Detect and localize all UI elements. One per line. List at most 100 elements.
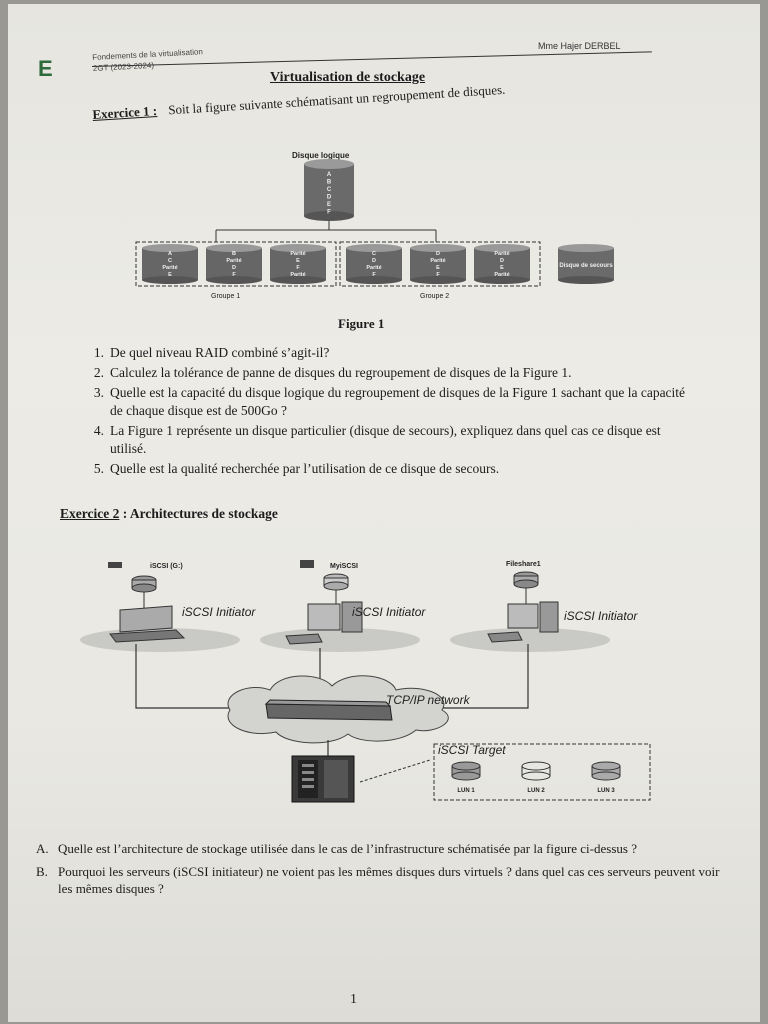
initiator1-disk-label: iSCSI (G:)	[150, 563, 183, 570]
exercise2-label: Exercice 2	[60, 506, 120, 521]
raid-disk-block-label: Parité	[290, 251, 305, 257]
exercise2-questions: A.Quelle est l’architecture de stockage …	[36, 840, 726, 903]
initiator1-label: iSCSI Initiator	[182, 605, 256, 619]
exercise1-label: Exercice 1 :	[92, 103, 158, 122]
exercise2-heading: Exercice 2 : Architectures de stockage	[60, 506, 278, 522]
spare-disk: Disque de secours	[558, 244, 614, 284]
initiator3-disk-label: Fileshare1	[506, 561, 541, 568]
question-text: Calculez la tolérance de panne de disque…	[110, 365, 572, 380]
question-text: Quelle est l’architecture de stockage ut…	[58, 841, 637, 856]
network-zone-3	[450, 628, 610, 652]
logical-disk-letter: C	[327, 187, 332, 193]
raid-disk-block-label: E	[436, 265, 440, 271]
raid-disk-block-label: Parité	[162, 265, 177, 271]
raid-disk-block-label: D	[232, 265, 236, 271]
question-number: 4.	[93, 423, 104, 438]
lun-label: LUN 3	[597, 788, 615, 794]
logical-disk-letter: A	[327, 172, 332, 178]
iscsi-target: iSCSI Target LUN 1 LUN 2 LUN 3	[433, 743, 651, 801]
group1-box	[135, 241, 337, 287]
header-course-info: Fondements de la virtualisation 2GT (202…	[92, 46, 204, 74]
lun-disk: LUN 3	[591, 761, 621, 794]
raid-disk-block-label: E	[296, 258, 300, 264]
page-number: 1	[350, 992, 357, 1007]
raid-disk-block-label: F	[372, 272, 376, 278]
logical-disk-letter: D	[327, 195, 332, 201]
lun-disk: LUN 2	[521, 761, 551, 794]
network-label: TCP/IP network	[386, 693, 471, 707]
raid-disk-block-label: F	[296, 265, 300, 271]
raid-disk-block-label: Parité	[226, 258, 241, 264]
exercise2-title: : Architectures de stockage	[122, 506, 278, 521]
logical-disk-title: Disque logique	[292, 151, 350, 160]
exercise1-heading: Exercice 1 : Soit la figure suivante sch…	[92, 82, 506, 123]
target-label: iSCSI Target	[438, 743, 506, 757]
raid-disk-block-label: C	[168, 258, 172, 264]
exercise1-questions: 1. De quel niveau RAID combiné s’agit-il?…	[70, 344, 694, 480]
group1-label: Groupe 1	[211, 293, 240, 300]
question-4: 4. La Figure 1 représente un disque parti…	[70, 422, 694, 458]
question-2: 2. Calculez la tolérance de panne de disq…	[70, 364, 694, 382]
server-icon	[300, 560, 314, 568]
raid-disk-block-label: D	[436, 251, 440, 257]
raid-disk-block-label: D	[372, 258, 376, 264]
question-1: 1. De quel niveau RAID combiné s’agit-il?	[70, 344, 694, 362]
group2-box	[339, 241, 541, 287]
question-3: 3. Quelle est la capacité du disque logiq…	[70, 384, 694, 420]
network-zone-2	[260, 628, 420, 652]
question-number: 3.	[93, 385, 104, 400]
raid-disk-block-label: B	[232, 251, 236, 257]
question-letter: B.	[36, 864, 48, 879]
logical-disk-letter: F	[327, 210, 331, 216]
desktop-icon	[285, 601, 363, 645]
lun-label: LUN 1	[457, 788, 475, 794]
raid-disk-block-label: F	[232, 272, 236, 278]
laptop-icon	[109, 605, 186, 643]
raid-disk-block-label: Parité	[494, 251, 509, 257]
initiator3-label: iSCSI Initiator	[564, 609, 638, 623]
question-5: 5.Quelle est la qualité recherchée par l…	[70, 460, 694, 478]
initiator-1: iSCSI (G:) iSCSI Initiator	[108, 562, 256, 643]
initiator-3: Fileshare1 iSCSI Initiator	[487, 561, 638, 643]
page-title: Virtualisation de stockage	[270, 70, 426, 85]
initiator2-label: iSCSI Initiator	[352, 605, 426, 619]
question-number: 5.	[93, 461, 104, 476]
raid-disk-block-label: Parité	[290, 272, 305, 278]
exercise1-intro: Soit la figure suivante schématisant un …	[167, 81, 506, 118]
raid-disk-block-label: F	[436, 272, 440, 278]
figure1-caption: Figure 1	[338, 316, 385, 331]
exam-sheet: E Fondements de la virtualisation 2GT (2…	[8, 4, 760, 1022]
question-text: Quelle est la capacité du disque logique…	[110, 385, 686, 418]
question-text: De quel niveau RAID combiné s’agit-il?	[110, 345, 330, 360]
initiator2-disk-label: MyiSCSI	[330, 563, 358, 570]
storage-array-icon	[291, 755, 355, 803]
iscsi-diagram: iSCSI (G:) iSCSI Initiator MyiSCSI	[80, 560, 651, 803]
spare-disk-label: Disque de secours	[559, 263, 613, 269]
tcpip-cloud: TCP/IP network	[227, 675, 471, 744]
school-logo: E	[38, 56, 53, 81]
group2-label: Groupe 2	[420, 293, 449, 300]
lun-label: LUN 2	[527, 788, 545, 794]
desktop-icon	[487, 601, 559, 643]
logical-disk-letter: E	[327, 202, 331, 208]
question-number: 2.	[93, 365, 104, 380]
raid-disk-block-label: Parité	[366, 265, 381, 271]
teacher-name: Mme Hajer DERBEL	[538, 41, 621, 51]
raid-disk-block-label: E	[168, 272, 172, 278]
question-text: La Figure 1 représente un disque particu…	[110, 423, 661, 456]
lun-disk: LUN 1	[451, 761, 481, 794]
switch-icon	[264, 699, 393, 721]
drive-icon	[108, 562, 122, 568]
question-a: A.Quelle est l’architecture de stockage …	[36, 840, 726, 857]
tree-lines	[215, 221, 437, 242]
raid-disk-block-label: A	[168, 251, 172, 257]
question-number: 1.	[93, 345, 104, 360]
raid-disk-block-label: E	[500, 265, 504, 271]
logical-disk-letter: B	[327, 180, 332, 186]
initiator-2: MyiSCSI iSCSI Initiator	[285, 560, 426, 645]
